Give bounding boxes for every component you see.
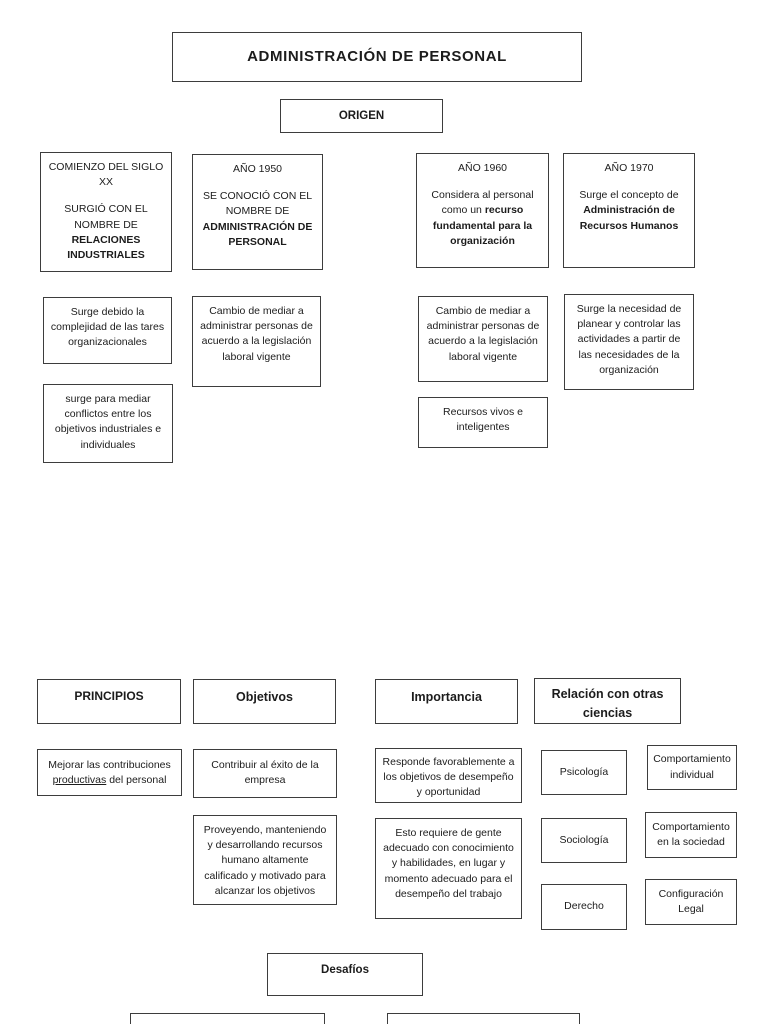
era-body: Surge el concepto de Administración de R…	[579, 189, 679, 232]
objetivos-item-1: Contribuir al éxito de la empresa	[193, 749, 337, 798]
comportamiento-box-individual: Comportamiento individual	[647, 745, 737, 790]
era-box-1970: AÑO 1970 Surge el concepto de Administra…	[563, 153, 695, 268]
era-box-siglo-xx: COMIENZO DEL SIGLO XX SURGIÓ CON EL NOMB…	[40, 152, 172, 272]
section-header-principios: PRINCIPIOS	[37, 679, 181, 724]
title-box: ADMINISTRACIÓN DE PERSONAL	[172, 32, 582, 82]
section-header-importancia: Importancia	[375, 679, 518, 724]
era-heading: AÑO 1950	[232, 163, 283, 175]
section-header-objetivos: Objetivos	[193, 679, 336, 724]
era-heading: AÑO 1970	[604, 162, 654, 174]
note-box-siglo-xx-1: Surge debido la complejidad de las tares…	[43, 297, 172, 364]
comportamiento-box-sociedad: Comportamiento en la sociedad	[645, 812, 737, 858]
era-body: Considera al personal como un recurso fu…	[431, 189, 534, 247]
ciencia-box-sociologia: Sociología	[541, 818, 627, 863]
ciencia-box-psicologia: Psicología	[541, 750, 627, 795]
bottom-box-right	[387, 1013, 580, 1024]
bottom-box-left	[130, 1013, 325, 1024]
note-box-1960-2: Recursos vivos e inteligentes	[418, 397, 548, 448]
ciencia-box-derecho: Derecho	[541, 884, 627, 930]
era-body: SE CONOCIÓ CON EL NOMBRE DE ADMINISTRACI…	[202, 190, 313, 248]
note-box-siglo-xx-2: surge para mediar conflictos entre los o…	[43, 384, 173, 463]
era-heading: COMIENZO DEL SIGLO XX	[48, 161, 164, 189]
era-box-1950: AÑO 1950 SE CONOCIÓ CON EL NOMBRE DE ADM…	[192, 154, 323, 270]
importancia-item-2: Esto requiere de gente adecuado con cono…	[375, 818, 522, 919]
desafios-box: Desafíos	[267, 953, 423, 996]
era-heading: AÑO 1960	[457, 162, 508, 174]
objetivos-item-2: Proveyendo, manteniendo y desarrollando …	[193, 815, 337, 905]
era-body: SURGIÓ CON EL NOMBRE DE RELACIONES INDUS…	[64, 203, 148, 262]
importancia-item-1: Responde favorablemente a los objetivos …	[375, 748, 522, 803]
note-box-1960-1: Cambio de mediar a administrar personas …	[418, 296, 548, 382]
principios-item: Mejorar las contribuciones productivas d…	[37, 749, 182, 796]
era-box-1960: AÑO 1960 Considera al personal como un r…	[416, 153, 549, 268]
note-box-1970-1: Surge la necesidad de planear y controla…	[564, 294, 694, 390]
comportamiento-box-configuracion-legal: Configuración Legal	[645, 879, 737, 925]
section-header-relacion-ciencias: Relación con otras ciencias	[534, 678, 681, 724]
note-box-1950-1: Cambio de mediar a administrar personas …	[192, 296, 321, 387]
origen-box: ORIGEN	[280, 99, 443, 133]
